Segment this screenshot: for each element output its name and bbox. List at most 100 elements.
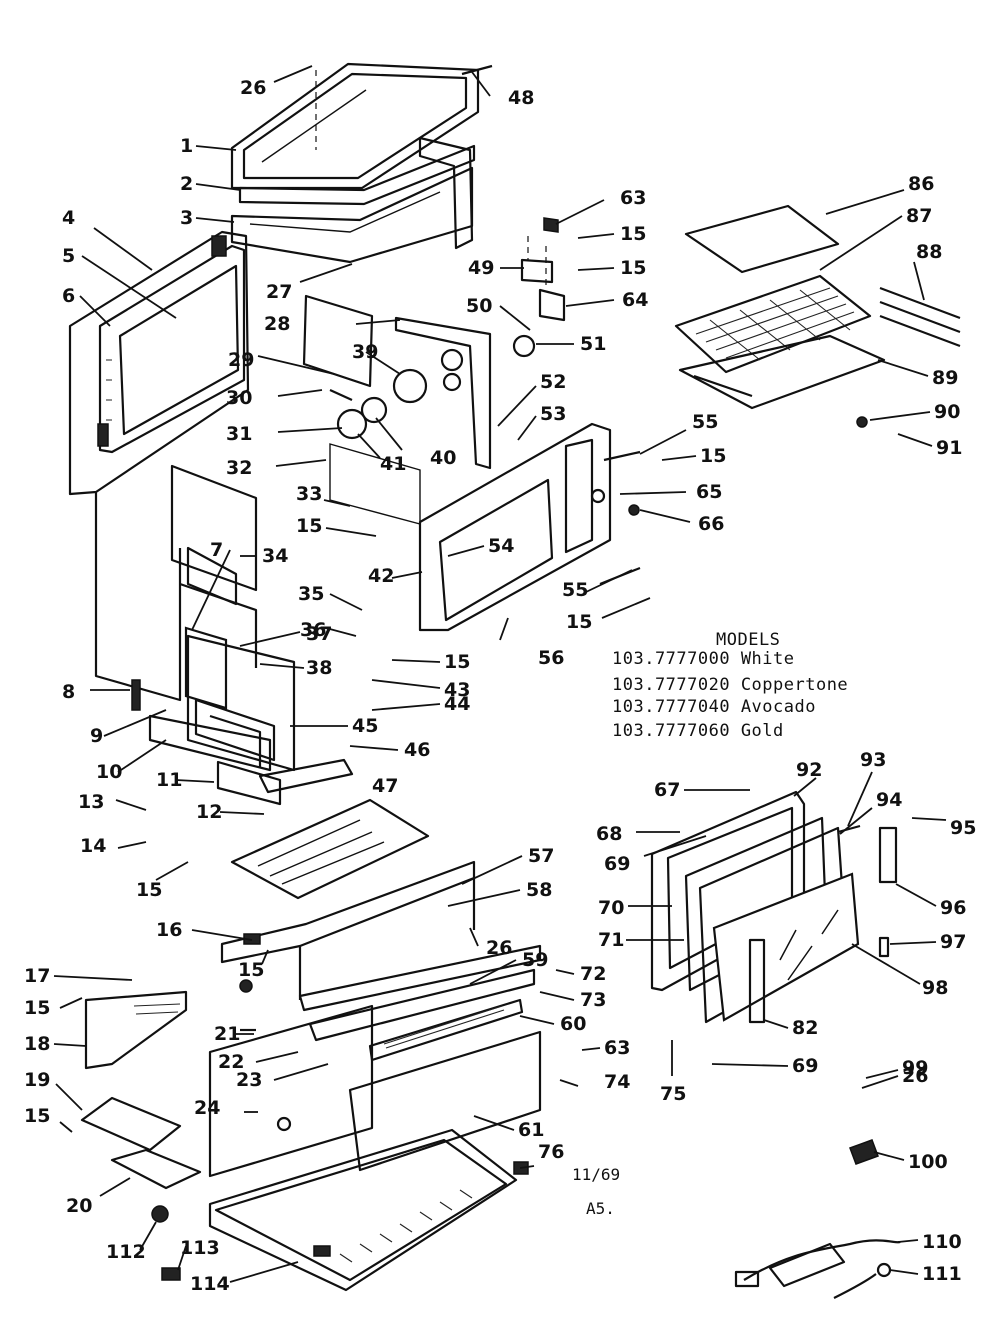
callout-label: 110 — [922, 1231, 962, 1253]
callout-label: 15 — [566, 611, 592, 633]
callout-label: 66 — [698, 513, 724, 535]
model-line: 103.7777020 Coppertone — [612, 675, 848, 695]
callout-label: 71 — [598, 929, 624, 951]
callout-label: 27 — [266, 281, 292, 303]
model-line: 103.7777000 White — [612, 649, 795, 669]
callout-label: 36 — [300, 619, 326, 641]
callout-label: 4 — [62, 207, 75, 229]
callout-label: 42 — [368, 565, 394, 587]
callout-label: 15 — [620, 223, 646, 245]
callout-label: 23 — [236, 1069, 262, 1091]
callout-label: 34 — [262, 545, 288, 567]
callout-label: 44 — [444, 693, 470, 715]
callout-label: 18 — [24, 1033, 50, 1055]
callout-label: 89 — [932, 367, 958, 389]
callout-label: 86 — [908, 173, 934, 195]
callout-label: 14 — [80, 835, 106, 857]
callout-label: 92 — [796, 759, 822, 781]
callout-label: 50 — [466, 295, 492, 317]
control-panel-assembly — [302, 294, 492, 525]
callout-label: 3 — [180, 207, 193, 229]
callout-label: 15 — [24, 997, 50, 1019]
callout-label: 26 — [902, 1065, 928, 1087]
callout-label: 69 — [792, 1055, 818, 1077]
callout-label: 69 — [604, 853, 630, 875]
callout-label: 43 — [444, 679, 470, 701]
callout-label: 10 — [96, 761, 122, 783]
callout-label: 114 — [190, 1273, 230, 1295]
callout-label: 58 — [526, 879, 552, 901]
callout-label: 38 — [306, 657, 332, 679]
callout-label: 15 — [444, 651, 470, 673]
callout-label: 95 — [950, 817, 976, 839]
callout-label: 52 — [540, 371, 566, 393]
callout-label: 96 — [940, 897, 966, 919]
callout-label: 29 — [228, 349, 254, 371]
callout-label: 51 — [580, 333, 606, 355]
callout-label: 12 — [196, 801, 222, 823]
callout-label: 8 — [62, 681, 75, 703]
callout-label: 22 — [218, 1051, 244, 1073]
callout-label: 61 — [518, 1119, 544, 1141]
bottom-pan-assembly — [151, 1128, 529, 1292]
callout-label: 15 — [24, 1105, 50, 1127]
power-cord-assembly — [734, 1139, 901, 1299]
callout-label: 53 — [540, 403, 566, 425]
callout-label: 15 — [296, 515, 322, 537]
callout-label: 32 — [226, 457, 252, 479]
callout-label: 113 — [180, 1237, 220, 1259]
callout-label: 37 — [306, 623, 332, 645]
callout-label: 100 — [908, 1151, 948, 1173]
callout-labels: 26 1 48 2 3 27 4 5 6 28 29 30 39 31 32 4… — [24, 77, 976, 1295]
callout-label: 55 — [562, 579, 588, 601]
cooktop-assembly — [230, 62, 493, 264]
callout-label: 15 — [136, 879, 162, 901]
callout-label: 11 — [156, 769, 182, 791]
callout-label: 90 — [934, 401, 960, 423]
callout-label: 94 — [876, 789, 902, 811]
callout-label: 33 — [296, 483, 322, 505]
revision-date: 11/69 — [572, 1165, 620, 1184]
callout-label: 6 — [62, 285, 75, 307]
callout-label: 88 — [916, 241, 942, 263]
models-list: MODELS 103.7777000 White 103.7777020 Cop… — [612, 630, 848, 741]
switch-cluster — [512, 217, 566, 358]
callout-label: 49 — [468, 257, 494, 279]
callout-label: 40 — [430, 447, 456, 469]
callout-label: 64 — [622, 289, 648, 311]
callout-label: 72 — [580, 963, 606, 985]
model-line: 103.7777060 Gold — [612, 721, 784, 741]
callout-label: 24 — [194, 1097, 220, 1119]
callout-label: 7 — [210, 539, 223, 561]
callout-label: 16 — [156, 919, 182, 941]
callout-label: 13 — [78, 791, 104, 813]
callout-label: 111 — [922, 1263, 962, 1285]
callout-label: 82 — [792, 1017, 818, 1039]
diagram-code: A5. — [586, 1199, 615, 1218]
drawer-bracket-assembly — [80, 979, 253, 1190]
callout-label: 48 — [508, 87, 534, 109]
callout-label: 67 — [654, 779, 680, 801]
callout-label: 15 — [620, 257, 646, 279]
callout-label: 5 — [62, 245, 75, 267]
callout-label: 45 — [352, 715, 378, 737]
callout-label: 93 — [860, 749, 886, 771]
callout-label: 57 — [528, 845, 554, 867]
callout-label: 47 — [372, 775, 398, 797]
callout-label: 55 — [692, 411, 718, 433]
callout-label: 15 — [700, 445, 726, 467]
callout-label: 41 — [380, 453, 406, 475]
callout-label: 70 — [598, 897, 624, 919]
callout-label: 76 — [538, 1141, 564, 1163]
callout-label: 2 — [180, 173, 193, 195]
callout-label: 63 — [604, 1037, 630, 1059]
side-panel-assembly — [68, 230, 250, 496]
callout-label: 73 — [580, 989, 606, 1011]
callout-label: 54 — [488, 535, 514, 557]
callout-label: 19 — [24, 1069, 50, 1091]
callout-label: 46 — [404, 739, 430, 761]
callout-label: 56 — [538, 647, 564, 669]
callout-label: 91 — [936, 437, 962, 459]
callout-label: 1 — [180, 135, 193, 157]
